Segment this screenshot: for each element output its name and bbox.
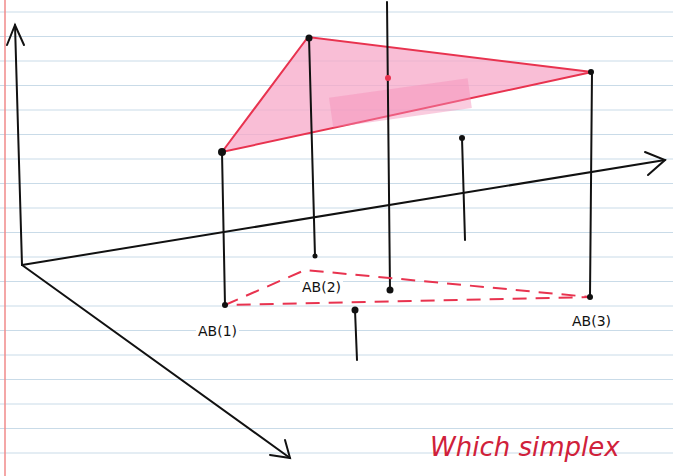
- axis-arrow: [7, 25, 24, 45]
- ruled-line: [0, 257, 673, 258]
- vertical-axis: [15, 25, 22, 265]
- horizontal-axis: [22, 160, 665, 265]
- ruled-line: [0, 379, 673, 380]
- point: [352, 307, 359, 314]
- ruled-line: [0, 134, 673, 135]
- margin-line: [4, 0, 6, 476]
- column-line: [590, 72, 592, 297]
- vector-label: AB(2): [300, 279, 343, 295]
- point: [587, 294, 593, 300]
- vector-label: AB(1): [196, 323, 239, 339]
- ruled-line: [0, 183, 673, 184]
- column-line: [309, 37, 315, 256]
- point: [222, 302, 228, 308]
- point: [306, 35, 313, 42]
- ruled-line: [0, 355, 673, 356]
- column-line: [355, 310, 357, 360]
- ruled-line: [0, 232, 673, 233]
- ruled-line: [0, 36, 673, 37]
- point: [387, 287, 394, 294]
- column-line: [387, 2, 390, 290]
- point: [313, 254, 318, 259]
- point: [218, 148, 226, 156]
- ruled-line: [0, 12, 673, 13]
- shading: [329, 78, 472, 127]
- base-simplex: [225, 270, 590, 305]
- ruled-line: [0, 428, 673, 429]
- column-line: [462, 138, 465, 240]
- point: [588, 69, 594, 75]
- ruled-line: [0, 208, 673, 209]
- ruled-line: [0, 404, 673, 405]
- axes: [7, 25, 665, 458]
- points: [218, 35, 594, 314]
- ruled-line: [0, 159, 673, 160]
- columns: [222, 2, 592, 360]
- axis-arrow: [270, 440, 290, 458]
- axis-arrow: [645, 152, 665, 175]
- vector-label: AB(3): [570, 313, 613, 329]
- question-note: Which simplex: [428, 432, 622, 462]
- column-line: [222, 152, 225, 305]
- ruled-line: [0, 330, 673, 331]
- lifted-simplex: [222, 37, 592, 152]
- point: [459, 135, 465, 141]
- ruled-line: [0, 306, 673, 307]
- notebook-lines: [0, 12, 673, 453]
- point: [385, 75, 391, 81]
